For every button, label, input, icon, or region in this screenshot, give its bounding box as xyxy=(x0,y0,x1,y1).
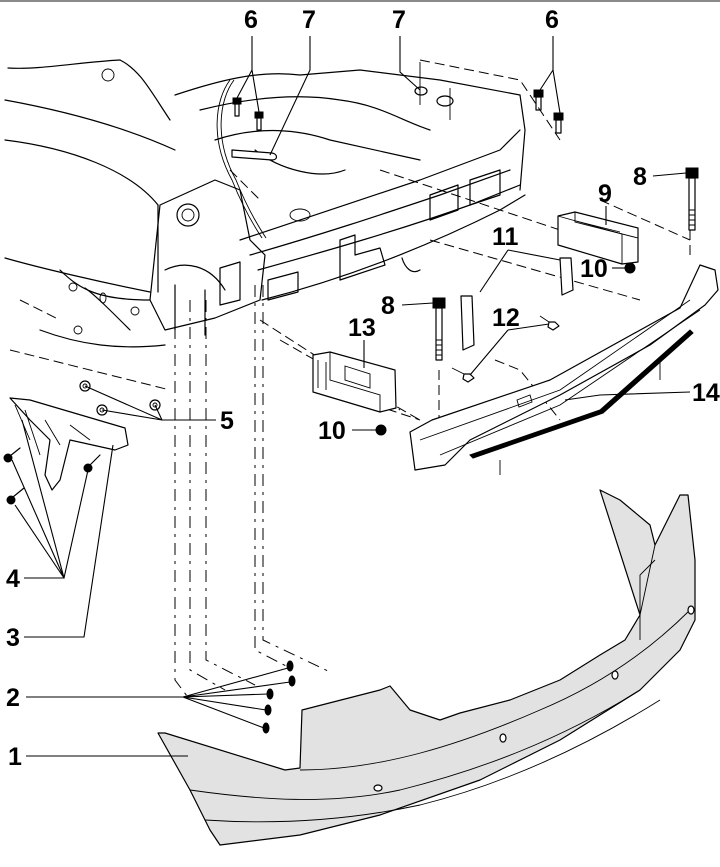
vehicle-body-rear xyxy=(4,59,526,348)
callout-10-left: 10 xyxy=(318,417,346,445)
callout-5: 5 xyxy=(220,407,234,435)
callout-14: 14 xyxy=(692,379,720,407)
nut-left xyxy=(375,424,387,436)
callout-12: 12 xyxy=(492,304,520,332)
callout-11: 11 xyxy=(492,223,519,251)
bumper-cover xyxy=(157,489,696,846)
callout-2: 2 xyxy=(6,684,20,712)
callout-7-left: 7 xyxy=(302,6,316,34)
nut-right xyxy=(624,262,636,274)
bolt-right xyxy=(685,167,699,231)
callout-8-right: 8 xyxy=(633,163,647,191)
clips xyxy=(451,315,560,383)
callout-4: 4 xyxy=(6,565,20,593)
leader-lines xyxy=(11,36,691,757)
spreader-nuts xyxy=(79,380,161,416)
clip-nuts xyxy=(262,660,296,734)
impact-absorber-right xyxy=(557,211,639,265)
callouts: 1 2 3 4 5 6 7 7 6 8 9 10 11 12 8 13 10 1… xyxy=(6,6,720,771)
top-border xyxy=(0,0,720,2)
retaining-plate-right xyxy=(414,62,454,120)
bracket-screws xyxy=(3,447,101,505)
callout-6-left: 6 xyxy=(244,6,258,34)
callout-7-right: 7 xyxy=(392,6,406,34)
bumper-reinforcement xyxy=(409,264,719,475)
callout-10-right: 10 xyxy=(580,255,608,283)
bolt-left xyxy=(432,297,446,361)
impact-absorber-left xyxy=(312,351,397,413)
bolts-right xyxy=(533,89,564,134)
callout-6-right: 6 xyxy=(545,6,559,34)
callout-8-left: 8 xyxy=(381,292,395,320)
bolts-left xyxy=(232,97,264,131)
callout-1: 1 xyxy=(8,743,22,771)
callout-13: 13 xyxy=(348,314,376,342)
callout-3: 3 xyxy=(6,624,20,652)
brackets xyxy=(460,257,574,351)
callout-9: 9 xyxy=(598,180,612,208)
